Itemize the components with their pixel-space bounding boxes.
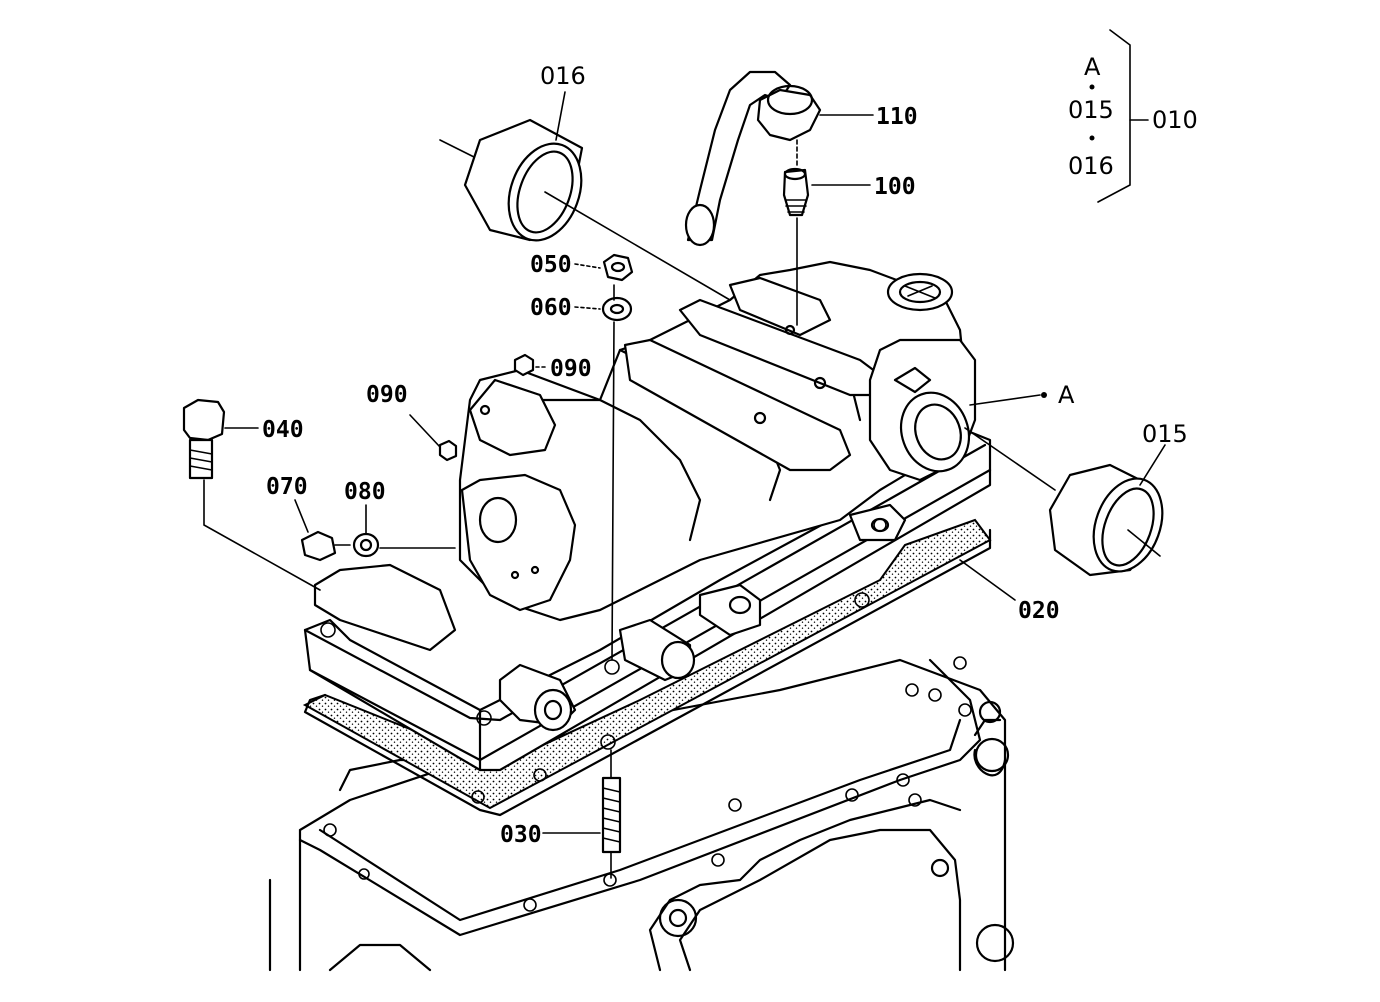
bushing-016 [439,118,731,301]
stud-030 [601,749,622,879]
callout-110: 110 [876,104,918,130]
washer-060 [601,296,633,322]
assembly-bracket: A 015 016 010 [1068,29,1198,203]
callout-016: 016 [540,62,586,90]
callout-090-upper: 090 [550,356,592,382]
bracket-item-015: 015 [1068,96,1114,124]
callout-090-lower: 090 [366,382,408,408]
nut-090-lower [438,439,458,462]
leader-lines [224,91,1166,834]
callout-015: 015 [1142,420,1188,448]
callout-030: 030 [500,822,542,848]
nut-090-upper [513,353,535,377]
callout-050: 050 [530,252,572,278]
callout-a: A [1058,381,1075,409]
transmission-case [268,658,1015,972]
bushing-015 [964,427,1164,577]
callout-060: 060 [530,295,572,321]
bracket-item-016: 016 [1068,152,1114,180]
bracket-item-a: A [1084,53,1101,81]
callout-080: 080 [344,479,386,505]
callout-020: 020 [1018,598,1060,624]
callout-040: 040 [262,417,304,443]
bracket-group-label: 010 [1152,106,1198,134]
callout-100: 100 [874,174,916,200]
washer-080 [352,532,456,558]
callout-labels: 016 110 100 050 060 090 090 040 070 080 … [262,62,1188,848]
nut-050 [602,253,634,282]
fitting-100 [782,139,810,326]
lift-cover-housing [303,260,992,804]
plug-070 [300,530,351,562]
bolt-040 [182,398,321,591]
callout-070: 070 [266,474,308,500]
pipe-110 [684,70,822,247]
